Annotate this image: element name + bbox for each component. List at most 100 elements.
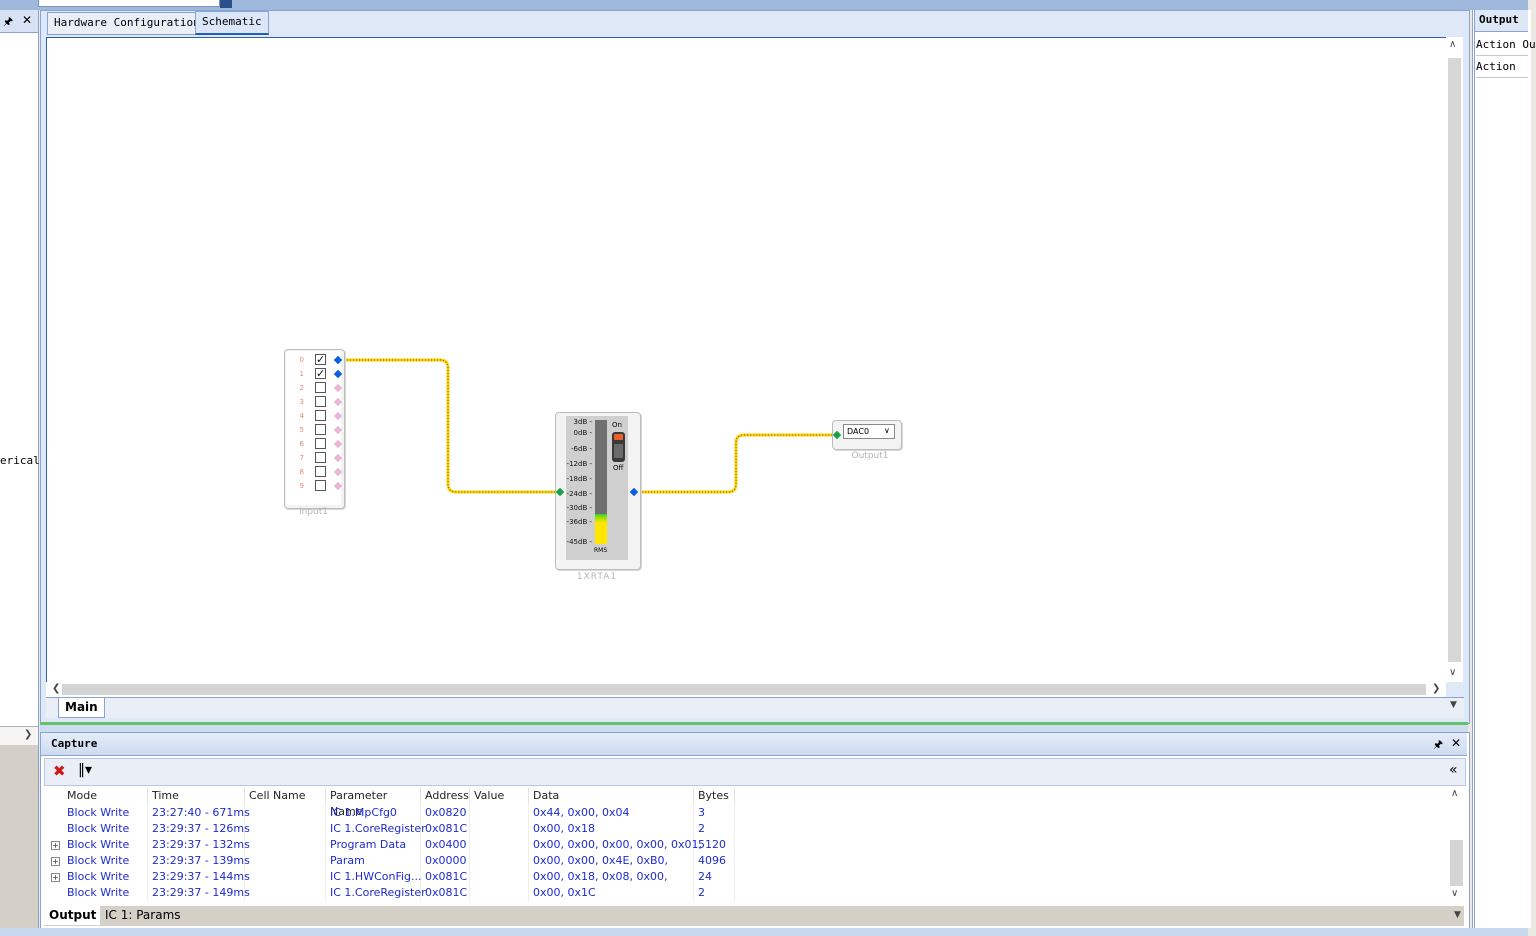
cell-address: 0x0820 [422, 805, 470, 821]
cell-cell [246, 805, 326, 821]
columns-icon[interactable]: ‖▾ [78, 762, 93, 778]
cell-address: 0x0000 [422, 853, 470, 869]
chevron-up-icon[interactable]: ∧ [1449, 39, 1457, 50]
channel-checkbox[interactable] [315, 480, 326, 491]
chevron-down-icon[interactable]: ∨ [1451, 888, 1459, 899]
wire-rta-to-output[interactable] [636, 433, 835, 494]
status-bar [0, 928, 1528, 936]
cell-mode: Block Write [64, 837, 148, 853]
wire-input-to-rta[interactable] [341, 358, 558, 494]
cell-cell [246, 853, 326, 869]
channel-checkbox[interactable] [315, 438, 326, 449]
capture-toolbar: ✖ ‖▾ « [44, 758, 1466, 786]
column-header-data[interactable]: Data [530, 788, 694, 804]
tab-ic1-params[interactable]: IC 1: Params [100, 906, 186, 925]
combo-dropdown-button[interactable] [220, 0, 232, 8]
left-panel-nav[interactable]: ❯ [0, 726, 38, 746]
dropdown-arrow-icon[interactable]: ▼ [1454, 910, 1461, 920]
channel-checkbox[interactable] [315, 466, 326, 477]
cell-bytes: 5120 [695, 837, 735, 853]
cell-time: 23:29:37 - 132ms [149, 837, 250, 853]
right-panel-header: Output [1475, 10, 1528, 32]
chevron-right-icon[interactable]: ❯ [24, 729, 33, 740]
channel-checkbox[interactable] [315, 452, 326, 463]
channel-checkbox[interactable] [315, 396, 326, 407]
cell-data: 0x00, 0x1C [530, 885, 694, 901]
cell-value [471, 869, 529, 885]
close-icon[interactable]: ✕ [22, 13, 33, 27]
cell-param: IC 1.CoreRegister [327, 885, 426, 901]
horizontal-scroll-thumb[interactable] [62, 684, 1426, 695]
column-header-cell[interactable]: Cell Name [246, 788, 326, 804]
cell-bytes: 3 [695, 805, 735, 821]
meter-tick-label: -45dB - [566, 538, 592, 546]
column-header-mode[interactable]: Mode [64, 788, 148, 804]
expand-icon[interactable]: + [51, 873, 60, 882]
expand-icon[interactable]: + [51, 841, 60, 850]
splitter-gap [40, 725, 1468, 732]
cell-data: 0x00, 0x00, 0x00, 0x00, 0x01, [530, 837, 702, 853]
channel-checkbox[interactable] [315, 424, 326, 435]
tab-output[interactable]: Output [44, 906, 103, 925]
meter-tick-label: -24dB - [566, 490, 592, 498]
meter-tick-label: -36dB - [566, 518, 592, 526]
off-label: Off [613, 464, 624, 472]
chevron-down-icon[interactable]: ∨ [1449, 667, 1457, 678]
cell-param: IC 1.CoreRegister [327, 821, 426, 837]
cell-mode: Block Write [64, 869, 148, 885]
channel-checkbox[interactable]: ✓ [315, 367, 326, 380]
vertical-scroll-thumb[interactable] [1448, 58, 1461, 662]
left-panel-text: erical [0, 454, 40, 467]
pin-icon[interactable]: 🖈 [1433, 738, 1444, 751]
right-panel-row[interactable]: Action [1476, 57, 1528, 78]
cell-param: IC 1.MpCfg0 [327, 805, 421, 821]
tab-schematic[interactable]: Schematic [195, 11, 269, 35]
chevron-left-icon[interactable]: ❮ [52, 683, 61, 694]
bottom-tab-bar: Output IC 1: Params ▼ [44, 906, 1464, 926]
column-header-bytes[interactable]: Bytes [695, 788, 735, 804]
column-header-param[interactable]: Parameter Name [327, 788, 421, 818]
clear-capture-icon[interactable]: ✖ [53, 762, 66, 780]
column-header-time[interactable]: Time [149, 788, 245, 804]
dropdown-arrow-icon[interactable]: ▼ [1450, 700, 1457, 710]
cell-time: 23:29:37 - 139ms [149, 853, 250, 869]
cell-value [471, 805, 529, 821]
pin-icon[interactable]: 🖈 [3, 15, 14, 28]
capture-header: Capture 🖈 ✕ [41, 733, 1467, 756]
cell-data: 0x44, 0x00, 0x04 [530, 805, 694, 821]
top-combo-box[interactable] [38, 0, 220, 7]
meter-tick-label: -30dB - [566, 504, 592, 512]
column-header-value[interactable]: Value [471, 788, 529, 804]
meter-tick-label: -18dB - [566, 475, 592, 483]
schematic-canvas[interactable] [46, 37, 1447, 683]
cell-cell [246, 821, 326, 837]
right-panel-row[interactable]: Action Ou [1476, 35, 1536, 56]
tab-main[interactable]: Main [58, 698, 105, 718]
cell-param: Program Data [327, 837, 421, 853]
level-meter-fill [595, 514, 607, 544]
chevron-right-icon[interactable]: ❯ [1432, 683, 1441, 694]
cell-data: 0x00, 0x00, 0x4E, 0xB0, [530, 853, 694, 869]
cell-time: 23:29:37 - 144ms [149, 869, 250, 885]
chevron-up-icon[interactable]: ∧ [1451, 788, 1459, 799]
channel-checkbox[interactable]: ✓ [315, 353, 326, 366]
column-header-address[interactable]: Address [422, 788, 470, 804]
top-toolbar-strip [0, 0, 1528, 10]
dac-select[interactable]: DAC0 ∨ [843, 424, 895, 439]
channel-checkbox[interactable] [315, 410, 326, 421]
close-icon[interactable]: ✕ [1451, 736, 1462, 750]
channel-checkbox[interactable] [315, 382, 326, 393]
grid-scroll-thumb[interactable] [1450, 840, 1463, 886]
cell-data: 0x00, 0x18 [530, 821, 694, 837]
tab-hardware-configuration[interactable]: Hardware Configuration [47, 12, 207, 35]
splitter[interactable] [40, 722, 1468, 725]
on-off-switch[interactable] [612, 432, 625, 462]
collapse-icon[interactable]: « [1449, 762, 1458, 778]
expand-icon[interactable]: + [51, 857, 60, 866]
